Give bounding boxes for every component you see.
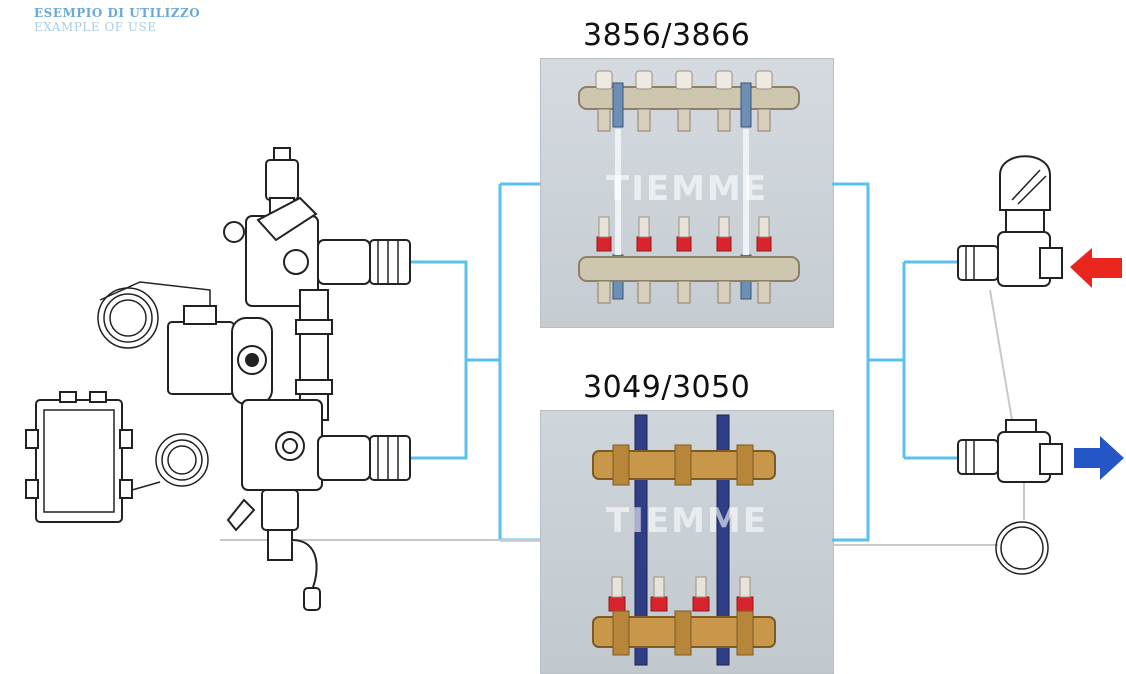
caption-english: EXAMPLE OF USE bbox=[34, 20, 157, 34]
mixing-group-icon bbox=[223, 147, 411, 611]
control-box-icon bbox=[25, 391, 133, 523]
bottom-manifold-icon bbox=[592, 414, 776, 666]
top-manifold-photo: TIEMME bbox=[540, 58, 834, 328]
valve-icon bbox=[957, 419, 1063, 483]
arrow-left-icon bbox=[1070, 248, 1122, 288]
bottom-manifold-photo: TIEMME bbox=[540, 410, 834, 674]
thermostatic-actuator-icon bbox=[999, 155, 1051, 233]
top-manifold-icon bbox=[578, 70, 800, 304]
supply-pipes bbox=[410, 182, 958, 542]
bottom-manifold-watermark: TIEMME bbox=[606, 501, 768, 541]
top-manifold-model-label: 3856/3866 bbox=[583, 18, 751, 53]
arrow-right-icon bbox=[1074, 436, 1124, 480]
caption-italian: ESEMPIO DI UTILIZZO bbox=[34, 6, 201, 20]
bottom-manifold-model-label: 3049/3050 bbox=[583, 370, 751, 405]
sensor-coil-icon bbox=[995, 521, 1049, 575]
top-manifold-watermark: TIEMME bbox=[606, 169, 768, 209]
valve-icon bbox=[957, 231, 1063, 287]
pump-icon bbox=[167, 305, 273, 405]
